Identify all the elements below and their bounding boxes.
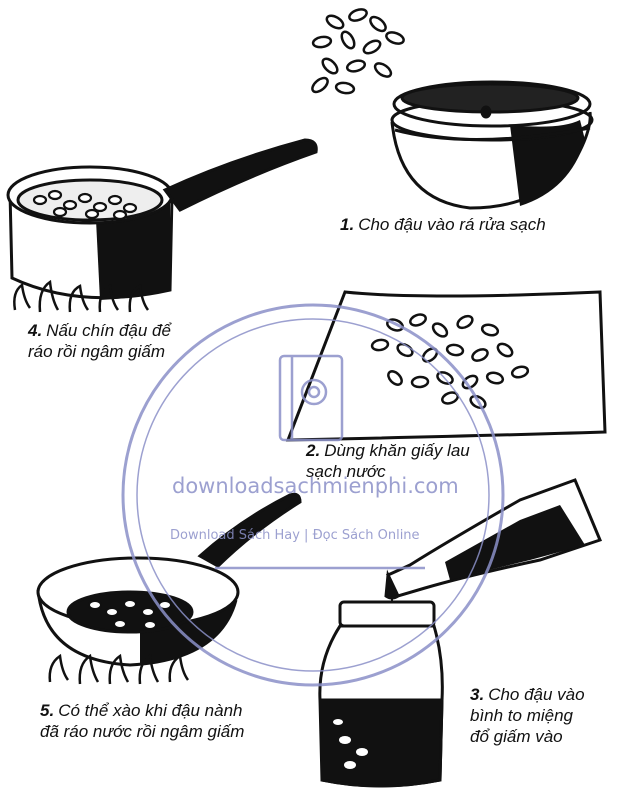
- step-3-line-1: Cho đậu vào: [488, 685, 584, 704]
- step-4-line-1: Nấu chín đậu để: [46, 321, 171, 340]
- step-2-number: 2.: [306, 441, 320, 460]
- step-1-text: Cho đậu vào rá rửa sạch: [358, 215, 546, 234]
- watermark-tagline: Download Sách Hay | Đọc Sách Online: [170, 528, 420, 543]
- step-3-caption: 3.Cho đậu vào bình to miệng đổ giấm vào: [470, 684, 585, 747]
- step-4-number: 4.: [28, 321, 42, 340]
- step-3-line-2: bình to miệng: [470, 705, 585, 726]
- falling-beans: [310, 7, 405, 94]
- step-5-line-2: đã ráo nước rồi ngâm giấm: [40, 721, 244, 742]
- step-1-caption: 1.Cho đậu vào rá rửa sạch: [340, 214, 546, 235]
- step-2-line-1: Dùng khăn giấy lau: [324, 441, 470, 460]
- saucepan: [8, 140, 316, 300]
- step-5-caption: 5.Có thể xào khi đậu nành đã ráo nước rồ…: [40, 700, 244, 742]
- frying-pan: [38, 494, 300, 665]
- strainer-bowl: [392, 82, 592, 208]
- step-5-line-1: Có thể xào khi đậu nành: [58, 701, 242, 720]
- paper-towel: [288, 292, 605, 440]
- step-5-number: 5.: [40, 701, 54, 720]
- watermark-site: downloadsachmienphi.com: [172, 474, 459, 498]
- step-3-line-3: đổ giấm vào: [470, 726, 585, 747]
- jar: [320, 602, 443, 786]
- step-4-line-2: ráo rồi ngâm giấm: [28, 341, 171, 362]
- step-1-number: 1.: [340, 215, 354, 234]
- step-3-number: 3.: [470, 685, 484, 704]
- step-4-caption: 4.Nấu chín đậu để ráo rồi ngâm giấm: [28, 320, 171, 362]
